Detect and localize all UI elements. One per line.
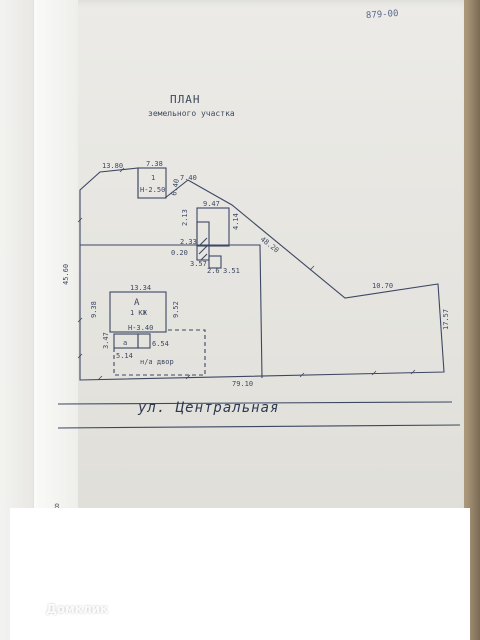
label-house-letter: А — [134, 298, 140, 308]
plan-subtitle: земельного участка — [148, 109, 235, 118]
label-right-side: 17.57 — [442, 309, 450, 330]
inner-fence — [80, 244, 263, 379]
label-shed-height: H-2.50 — [140, 186, 165, 194]
house — [109, 291, 167, 333]
white-overlay — [10, 508, 470, 640]
plot-boundary — [79, 167, 445, 381]
label-top-left: 13.80 — [102, 162, 123, 170]
street-line-bottom — [57, 424, 461, 429]
label-garage-bottom-left: 0.20 — [171, 249, 188, 257]
label-small-c: 3.51 — [223, 267, 240, 275]
watermark: Домклик — [24, 600, 108, 618]
plan-title: ПЛАН — [170, 93, 201, 106]
label-diag-long: 48.20 — [259, 235, 281, 254]
street-line-top — [57, 401, 453, 405]
label-small-a: 3.57 — [190, 260, 207, 268]
label-right-top: 10.70 — [372, 282, 393, 290]
label-porch-right: 6.54 — [152, 340, 169, 348]
label-porch-left: 3.47 — [102, 332, 110, 349]
yard-outline — [113, 329, 206, 376]
shed — [137, 167, 167, 199]
watermark-text: Домклик — [46, 602, 109, 616]
label-yard: н/а двор — [140, 358, 174, 366]
porch-2 — [137, 333, 151, 349]
label-garage-right: 4.14 — [232, 213, 240, 230]
label-house-type: 1 КЖ — [130, 309, 148, 317]
label-porch-bottom: 5.14 — [116, 352, 133, 360]
small-annex — [208, 255, 222, 269]
label-small-b: 2.6 — [207, 267, 220, 275]
garage — [196, 207, 230, 247]
label-garage-mid: 2.33 — [180, 238, 197, 246]
street-name: ул. Центральная — [138, 400, 280, 416]
label-top-small: 7.38 — [146, 160, 163, 168]
label-porch-letter: а — [123, 339, 127, 347]
label-house-right: 9.52 — [172, 301, 180, 318]
label-vertical-left: 45.60 — [62, 264, 70, 285]
label-shed-letter: 1 — [151, 174, 155, 182]
label-shed-side: 6.40 — [170, 178, 181, 196]
label-edge-top: 7.40 — [180, 174, 197, 182]
label-bottom: 79.10 — [232, 380, 253, 388]
garage-hatch — [198, 237, 208, 261]
garage-inner — [196, 221, 210, 261]
survey-ticks — [77, 167, 416, 381]
domclick-logo-icon — [24, 600, 42, 618]
label-house-height: H-3.40 — [128, 324, 153, 332]
label-house-left: 9.38 — [90, 301, 98, 318]
label-garage-top: 9.47 — [203, 200, 220, 208]
label-house-width: 13.34 — [130, 284, 151, 292]
label-garage-side-a: 2.13 — [181, 209, 189, 226]
